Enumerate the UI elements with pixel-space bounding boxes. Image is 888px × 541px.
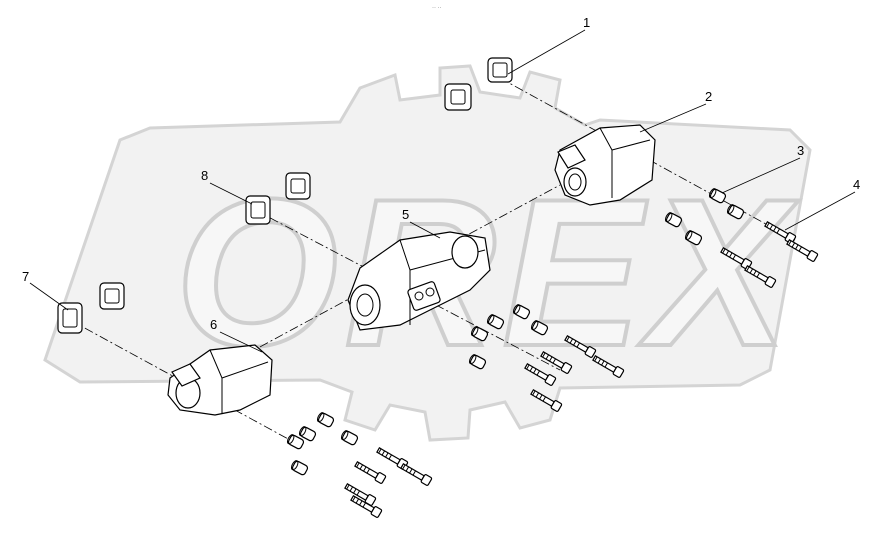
leader-8 [209,182,253,205]
bolt[interactable] [564,334,597,358]
top-mark: ·· ·· [432,5,442,11]
bolt[interactable] [400,462,433,486]
callout-6: 6 [210,317,217,332]
callout-labels: 1 2 3 4 5 6 7 8 [22,15,860,332]
spacer-sleeve[interactable] [512,304,531,320]
spacer-sleeve[interactable] [298,426,317,442]
spacer-sleeve[interactable] [470,326,489,342]
manifold-front[interactable] [167,344,273,416]
gasket-8[interactable] [245,195,271,225]
bolt[interactable] [344,482,377,506]
bolt[interactable] [720,246,753,270]
spacer-sleeve[interactable] [708,188,727,204]
leader-6 [219,331,263,353]
bolt[interactable] [524,362,557,386]
leader-5 [409,221,441,239]
callout-2: 2 [705,89,712,104]
bolt[interactable] [786,238,819,262]
callout-5: 5 [402,207,409,222]
callout-4: 4 [853,177,860,192]
spacer-sleeve[interactable] [664,212,683,228]
manifold-center[interactable] [347,231,491,331]
spacer-sleeve[interactable] [486,314,505,330]
bolt[interactable] [540,350,573,374]
bolt[interactable] [744,264,777,288]
gasket-1[interactable] [487,57,513,83]
bolt[interactable] [592,354,625,378]
spacer-sleeve[interactable] [530,320,549,336]
bolt[interactable] [530,388,563,412]
spacer-sleeve[interactable] [340,430,359,446]
spacer-sleeve[interactable] [290,460,309,476]
bolt[interactable] [354,460,387,484]
callout-8: 8 [201,168,208,183]
manifold-rear[interactable] [554,124,656,206]
centerline-top [499,77,796,241]
gasket-7[interactable] [57,302,83,334]
spacer-sleeves [286,188,745,476]
leader-1 [507,29,586,75]
spacer-sleeve[interactable] [286,434,305,450]
callout-1: 1 [583,15,590,30]
leader-4 [784,191,856,231]
leader-7 [29,282,69,311]
spacer-sleeve[interactable] [316,412,335,428]
gasket-7b[interactable] [99,282,125,310]
gasket-8b[interactable] [285,172,311,200]
leader-2 [639,103,707,133]
gasket-1b[interactable] [444,83,472,111]
bolts [344,220,819,518]
spacer-sleeve[interactable] [684,230,703,246]
callout-3: 3 [797,143,804,158]
spacer-sleeve[interactable] [468,354,487,370]
leader-3 [721,157,801,194]
bolt[interactable] [764,220,797,244]
spacer-sleeve[interactable] [726,204,745,220]
callout-7: 7 [22,269,29,284]
bolt[interactable] [350,494,383,518]
leader-lines [29,29,856,353]
